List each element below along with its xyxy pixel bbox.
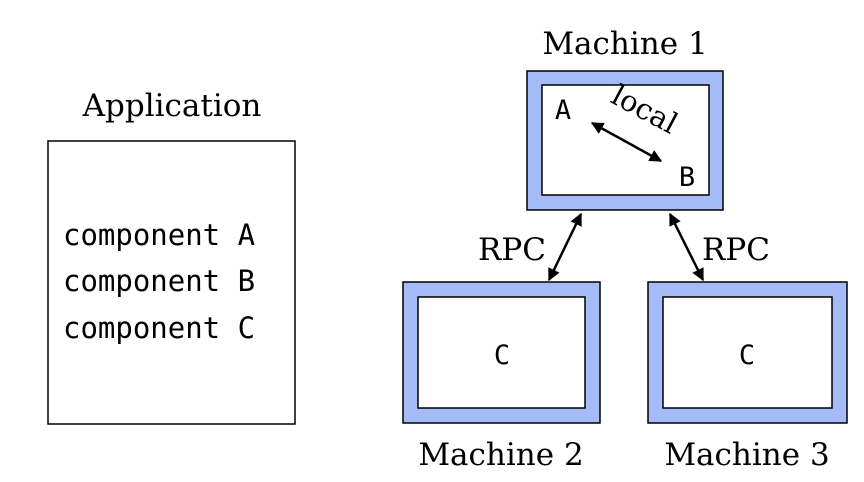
component-c-label: component C: [63, 311, 255, 345]
machine-3-inner: [662, 296, 833, 409]
component-b-label: component B: [63, 264, 255, 298]
component-a-label: component A: [63, 218, 255, 252]
machine-1-label: Machine 1: [542, 26, 707, 62]
machine-2-component-c: C: [494, 340, 510, 371]
machine-2-label: Machine 2: [418, 437, 583, 473]
application-box: [47, 140, 296, 425]
rpc-arrow-right: [668, 212, 705, 282]
rpc-label-right: RPC: [702, 232, 770, 268]
rpc-arrow-left: [547, 212, 583, 282]
rpc-label-left: RPC: [478, 232, 546, 268]
machine-1-component-b: B: [679, 162, 695, 193]
application-title: Application: [82, 88, 262, 124]
machine-3-component-c: C: [739, 340, 755, 371]
machine-1-component-a: A: [555, 95, 571, 126]
local-arrow: [590, 121, 663, 163]
machine-2-inner: [417, 296, 586, 409]
machine-3-label: Machine 3: [664, 437, 829, 473]
